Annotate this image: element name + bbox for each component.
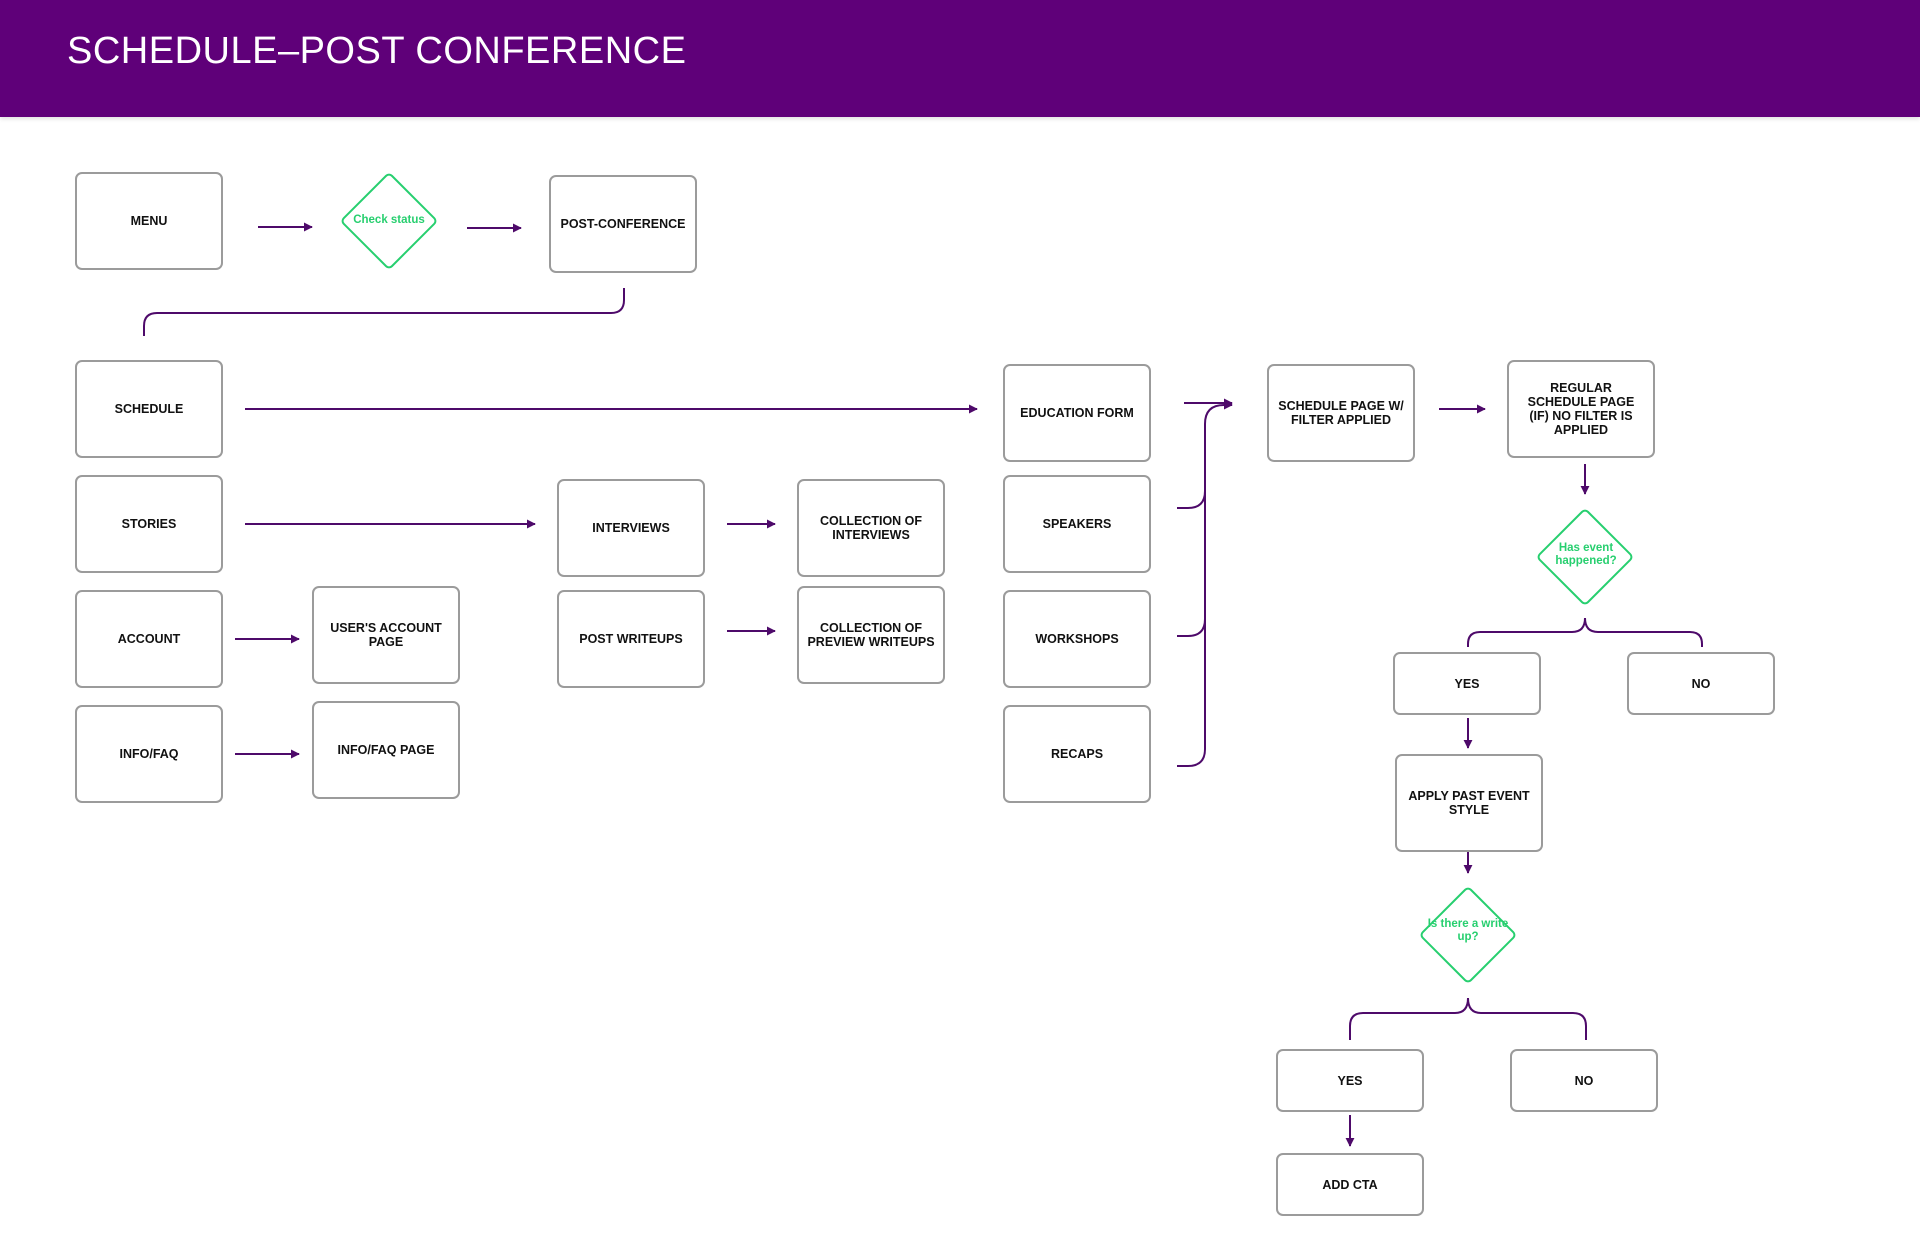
yes-1-box: YES [1393, 652, 1541, 715]
schedule-box: SCHEDULE [75, 360, 223, 458]
page-title: SCHEDULE–POST CONFERENCE [67, 30, 687, 72]
post-conference-box: POST-CONFERENCE [549, 175, 697, 273]
education-form-box: EDUCATION FORM [1003, 364, 1151, 462]
yes-2-box: YES [1276, 1049, 1424, 1112]
branch-decision-1 [1467, 617, 1703, 647]
no-2-box: NO [1510, 1049, 1658, 1112]
workshops-box: WORKSHOPS [1003, 590, 1151, 688]
branch-decision-2 [1349, 997, 1587, 1040]
add-cta-box: ADD CTA [1276, 1153, 1424, 1216]
bracket-merge [1177, 400, 1233, 767]
info-faq-box: INFO/FAQ [75, 705, 223, 803]
interviews-box: INTERVIEWS [557, 479, 705, 577]
collection-interviews-box: COLLECTION OF INTERVIEWS [797, 479, 945, 577]
connector-post-to-schedule [143, 288, 625, 336]
users-account-page-box: USER'S ACCOUNT PAGE [312, 586, 460, 684]
no-1-box: NO [1627, 652, 1775, 715]
menu-box: MENU [75, 172, 223, 270]
info-faq-page-box: INFO/FAQ PAGE [312, 701, 460, 799]
apply-past-event-style-box: APPLY PAST EVENT STYLE [1395, 754, 1543, 852]
schedule-filter-box: SCHEDULE PAGE W/ FILTER APPLIED [1267, 364, 1415, 462]
collection-preview-writeups-box: COLLECTION OF PREVIEW WRITEUPS [797, 586, 945, 684]
account-box: ACCOUNT [75, 590, 223, 688]
recaps-box: RECAPS [1003, 705, 1151, 803]
page-header: SCHEDULE–POST CONFERENCE [0, 0, 1920, 117]
post-writeups-box: POST WRITEUPS [557, 590, 705, 688]
has-event-happened-label: Has event happened? [1555, 542, 1617, 567]
speakers-box: SPEAKERS [1003, 475, 1151, 573]
stories-box: STORIES [75, 475, 223, 573]
check-status-label: Check status [353, 214, 425, 226]
is-there-write-up-label: Is there a write up? [1427, 918, 1509, 943]
regular-schedule-box: REGULAR SCHEDULE PAGE (IF) NO FILTER IS … [1507, 360, 1655, 458]
